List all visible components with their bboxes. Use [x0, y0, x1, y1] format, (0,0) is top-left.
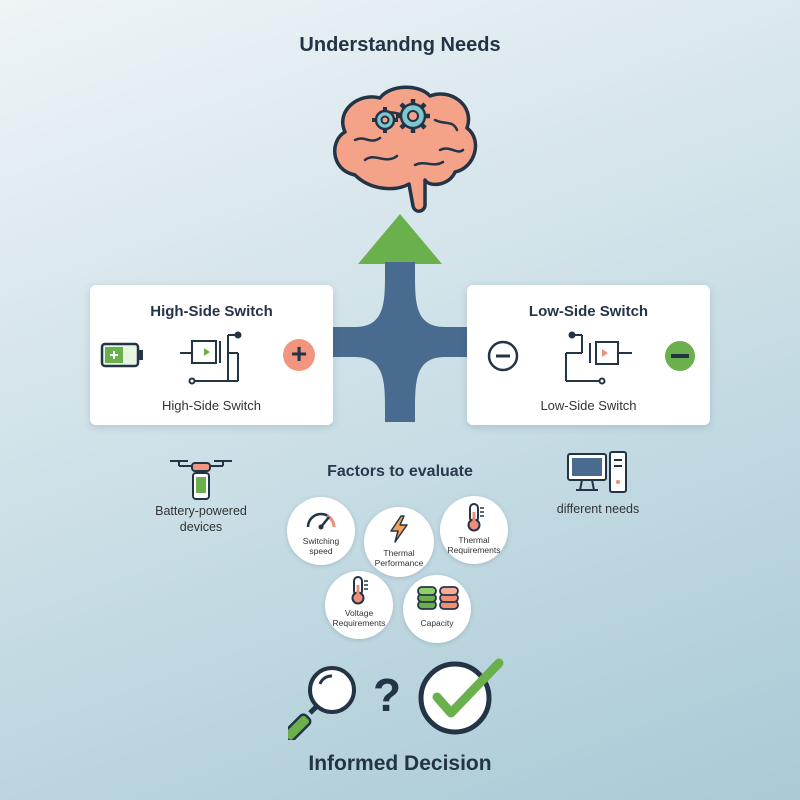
left-caption: Battery-powered devices: [140, 503, 262, 535]
right-caption: different needs: [556, 502, 640, 516]
minus-outline-icon: [487, 340, 519, 372]
low-side-switch-card: Low-Side Switch Low-Side Switch: [467, 285, 710, 425]
brain-icon: [333, 85, 478, 213]
left-caption-line1: Battery-powered: [155, 504, 247, 518]
factor-label-line1: Thermal: [458, 535, 490, 545]
plus-icon: +: [283, 339, 315, 371]
low-side-title: Low-Side Switch: [528, 303, 649, 320]
checkmark-icon: [418, 658, 504, 735]
coins-icon: [417, 586, 459, 610]
magnifier-icon: [288, 666, 356, 740]
thermometer-icon: [467, 503, 484, 532]
mosfet-symbol-icon: [565, 331, 632, 385]
factor-thermal-requirements: Thermal Requirements: [440, 496, 508, 564]
drone-icon: [170, 460, 232, 500]
factor-thermal-performance: Thermal Performance: [364, 507, 434, 577]
lightning-icon: [390, 515, 408, 543]
factor-label-line1: Thermal: [383, 548, 415, 558]
decision-title: Informed Decision: [308, 752, 492, 775]
computer-icon: [567, 451, 627, 493]
gear-icon: [396, 99, 430, 133]
gear-icon: [372, 107, 398, 133]
factor-switching-speed: Switching speed: [287, 497, 355, 565]
minus-icon: [665, 341, 695, 371]
mosfet-symbol-icon: [180, 331, 242, 385]
factor-label-line1: Voltage: [344, 608, 374, 618]
factor-label-line2: Performance: [374, 558, 424, 568]
high-side-title: High-Side Switch: [150, 303, 273, 320]
factor-capacity: Capacity: [403, 575, 471, 643]
low-side-subtitle: Low-Side Switch: [540, 398, 637, 413]
up-arrow-icon: [358, 214, 442, 264]
factor-label-line1: Switching: [302, 536, 340, 546]
high-side-switch-card: High-Side Switch + High-Side Switch: [90, 285, 333, 425]
factor-label-line1: Capacity: [420, 618, 454, 628]
factor-label-line2: Requirements: [447, 545, 501, 555]
factors-heading: Factors to evaluate: [327, 463, 473, 480]
speedometer-icon: [306, 512, 336, 530]
thermometer-icon: [351, 576, 368, 605]
factor-label-line2: speed: [309, 546, 333, 556]
question-mark-icon: ?: [372, 669, 402, 721]
left-caption-line2: devices: [179, 520, 223, 534]
factor-voltage-requirements: Voltage Requirements: [325, 571, 393, 639]
factor-label-line2: Requirements: [332, 618, 386, 628]
high-side-subtitle: High-Side Switch: [162, 398, 261, 413]
merge-paths-connector: [330, 262, 470, 422]
battery-icon: [100, 342, 143, 368]
page-title: Understandng Needs: [299, 34, 501, 56]
